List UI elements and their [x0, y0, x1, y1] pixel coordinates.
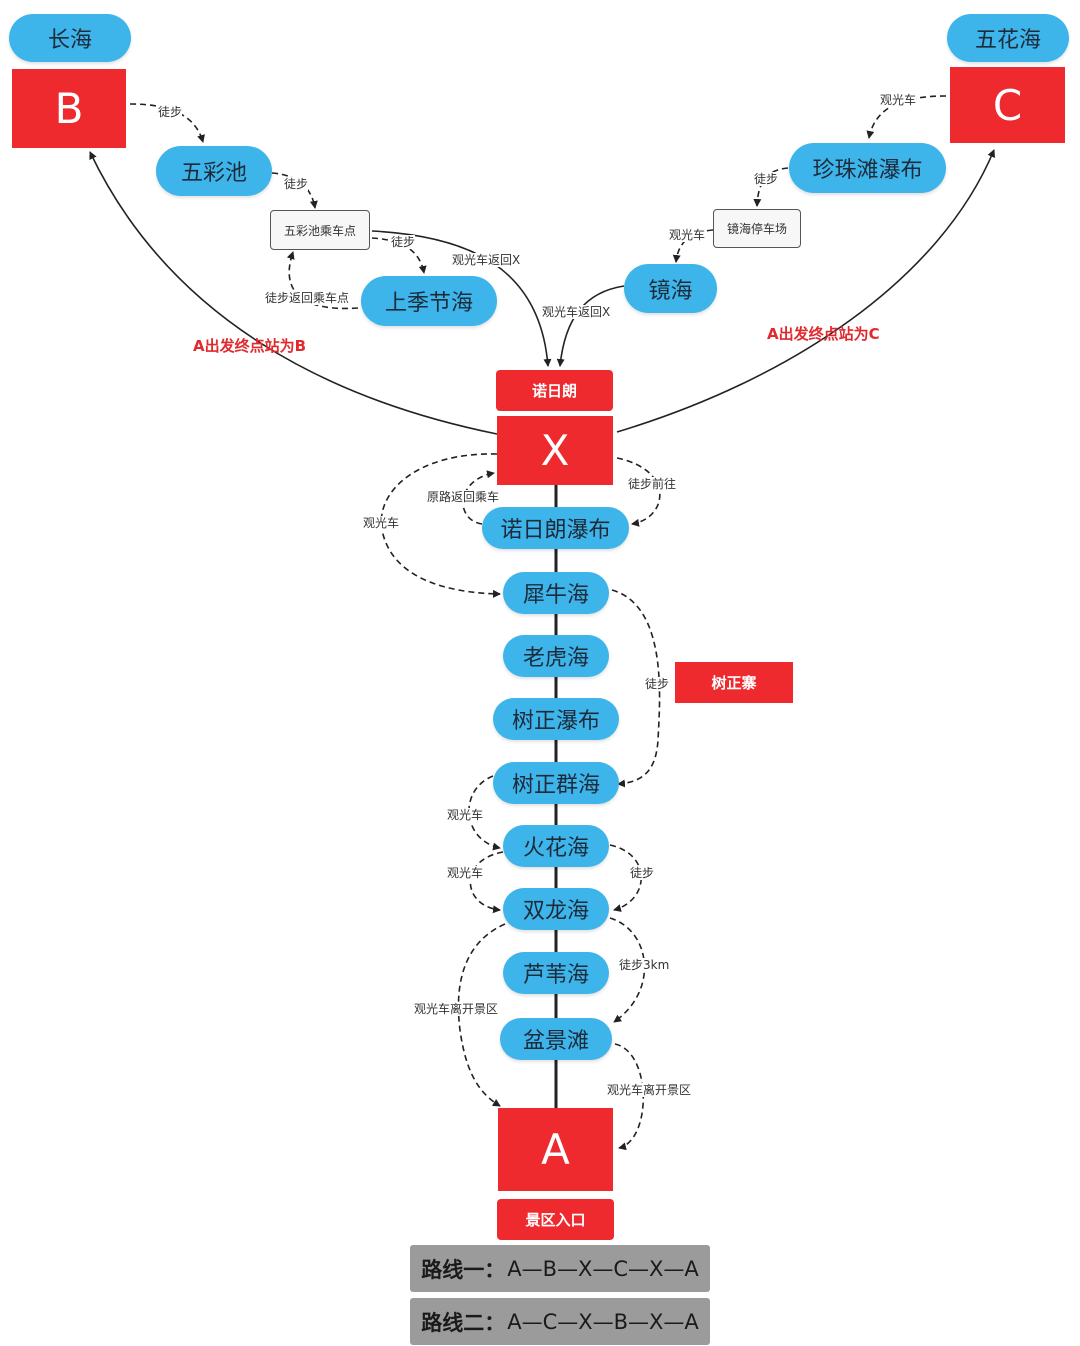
dash-x-to-falls-walk [616, 457, 661, 527]
edge-label-zhenzhu-stop: 徒步 [754, 172, 779, 186]
spot-luweihai[interactable]: 芦苇海 [503, 952, 609, 994]
route-2-sep: ： [484, 1310, 506, 1335]
edge-label-xiniu-qunhai-walk: 徒步 [645, 677, 670, 691]
terminal-x[interactable]: X [497, 416, 613, 485]
edge-label-shuanglong-exit: 观光车离开景区 [414, 1002, 499, 1016]
terminal-x-name[interactable]: 诺日朗 [496, 370, 613, 411]
dash-huohua-to-shuanglong-bus [469, 851, 504, 914]
branch-line-x-to-b [89, 151, 498, 435]
edge-label-falls-back: 原路返回乘车 [427, 490, 500, 504]
edge-label-penjing-exit: 观光车离开景区 [607, 1083, 692, 1097]
spot-xiniuhai[interactable]: 犀牛海 [503, 572, 609, 614]
edge-label-stop-x: 观光车返回X [452, 253, 521, 267]
dash-stop-to-jinghai [672, 229, 714, 263]
edge-label-qunhai-huohua-bus: 观光车 [447, 808, 484, 822]
edge-label-huohua-shuanglong-bus: 观光车 [447, 866, 484, 880]
edge-label-shangjijie-back: 徒步返回乘车点 [265, 291, 350, 305]
spot-huohuahai[interactable]: 火花海 [503, 825, 609, 867]
edge-label-huohua-shuanglong-walk: 徒步 [630, 866, 655, 880]
branch-line-x-to-c [616, 149, 996, 433]
dash-shuanglong-exit [457, 923, 506, 1107]
dash-x-to-xiniu-bus [380, 453, 501, 598]
spot-shuzheng-village[interactable]: 树正寨 [675, 662, 793, 703]
spot-wucaichi[interactable]: 五彩池 [156, 146, 272, 196]
terminal-a-name[interactable]: 景区入口 [497, 1199, 614, 1240]
edge-label-c-zhenzhu: 观光车 [880, 93, 917, 107]
spot-penjingtan[interactable]: 盆景滩 [500, 1018, 612, 1060]
spot-shuzheng-falls[interactable]: 树正瀑布 [493, 698, 619, 740]
route-summary-1: 路线一：A—B—X—C—X—A [410, 1245, 710, 1292]
terminal-b[interactable]: B [12, 69, 126, 148]
edge-label-jinghai-x: 观光车返回X [542, 305, 611, 319]
edge-label-b-wucaichi: 徒步 [158, 105, 183, 119]
edge-label-stop-jinghai: 观光车 [669, 228, 706, 242]
edge-label-stop-shangjijie: 徒步 [391, 235, 416, 249]
spot-laohuhai[interactable]: 老虎海 [503, 635, 609, 677]
branch-label-right: A出发终点站为C [767, 325, 880, 343]
terminal-a[interactable]: A [498, 1108, 613, 1191]
edge-label-shuanglong-penjing: 徒步3km [619, 958, 670, 972]
stop-jinghai[interactable]: 镜海停车场 [713, 209, 801, 248]
terminal-c-name[interactable]: 五花海 [947, 14, 1069, 62]
edge-label-x-xiniu-bus: 观光车 [363, 516, 400, 530]
edge-label-x-falls-walk: 徒步前往 [628, 477, 677, 491]
stop-wucaichi[interactable]: 五彩池乘车点 [270, 210, 370, 250]
dash-huohua-to-shuanglong-walk [609, 844, 643, 912]
dash-shuanglong-to-penjing [609, 917, 646, 1023]
dash-xiniu-to-qunhai-walk [611, 589, 661, 788]
spot-nuorilang-falls[interactable]: 诺日朗瀑布 [482, 507, 629, 549]
edge-label-wucaichi-stop: 徒步 [284, 177, 309, 191]
dash-qunhai-to-huohua-bus [468, 775, 501, 851]
route-summary-2: 路线二：A—C—X—B—X—A [410, 1298, 710, 1345]
route-1-name: 路线一 [421, 1257, 485, 1282]
spot-zhenzhutan[interactable]: 珍珠滩瀑布 [789, 143, 946, 193]
dash-stop-to-shangjijie [371, 237, 427, 274]
spot-jinghai[interactable]: 镜海 [624, 264, 717, 313]
spot-shuzhengqunhai[interactable]: 树正群海 [493, 762, 619, 804]
route-1-value: A—B—X—C—X—A [507, 1256, 699, 1281]
spot-shangjijie[interactable]: 上季节海 [361, 276, 497, 326]
dash-zhenzhu-to-stop [753, 167, 789, 207]
branch-label-left: A出发终点站为B [193, 337, 307, 355]
route-2-name: 路线二 [421, 1310, 485, 1335]
route-1-sep: ： [484, 1257, 506, 1282]
route-2-value: A—C—X—B—X—A [507, 1309, 699, 1334]
line-jinghai-to-x [556, 285, 625, 367]
terminal-b-name[interactable]: 长海 [9, 14, 131, 62]
terminal-c[interactable]: C [950, 67, 1065, 143]
spot-shuanglonghai[interactable]: 双龙海 [503, 888, 609, 930]
